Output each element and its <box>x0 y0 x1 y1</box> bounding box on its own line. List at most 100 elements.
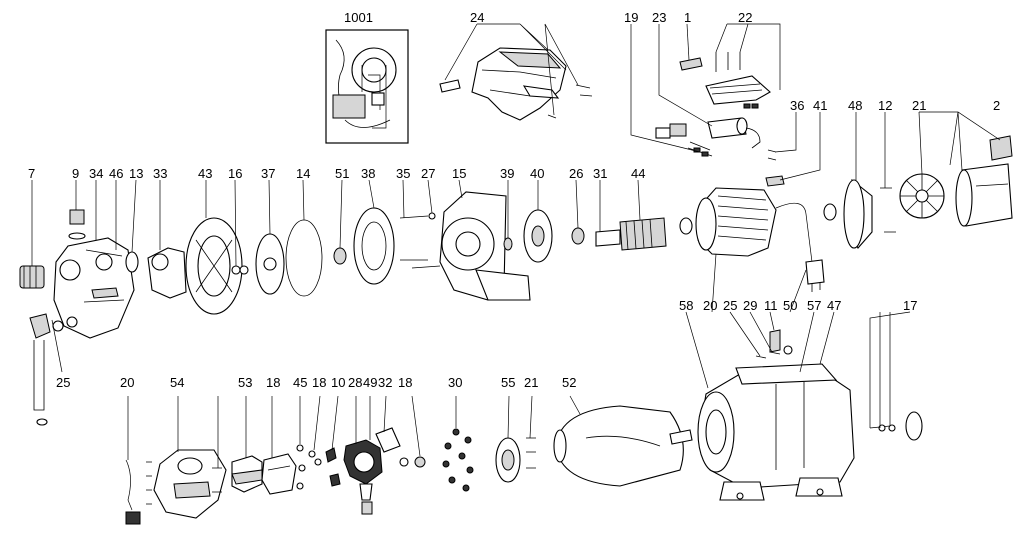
leader-lines <box>31 23 1001 468</box>
callout-18-mid: 18 <box>312 375 326 390</box>
part-23-capacitor <box>707 117 761 149</box>
callout-21-top: 21 <box>912 98 926 113</box>
callout-20-clips: 20 <box>120 375 134 390</box>
part-44-rotor <box>595 217 693 251</box>
callout-24: 24 <box>470 10 484 25</box>
part-45-screws <box>296 444 306 490</box>
part-20-hose-clips <box>125 459 152 525</box>
part-12-screws <box>880 187 896 233</box>
part-43-diffuser <box>185 217 243 315</box>
callout-25-hose: 25 <box>56 375 70 390</box>
part-21-bolts-lower <box>526 437 536 469</box>
callout-43: 43 <box>198 166 212 181</box>
callout-18-unit: 18 <box>266 375 280 390</box>
part-17-valve <box>869 411 923 441</box>
part-1001-wiring-detail <box>325 29 409 144</box>
part-51-seal <box>333 247 347 265</box>
callout-32: 32 <box>378 375 392 390</box>
part-10-28-pump-head <box>308 447 341 487</box>
callout-numbers: 1001 24 19 23 1 22 36 41 48 12 21 2 7 9 … <box>28 10 1000 390</box>
callout-14: 14 <box>296 166 310 181</box>
callout-10: 10 <box>331 375 345 390</box>
part-54-screws <box>212 467 222 493</box>
callout-40: 40 <box>530 166 544 181</box>
part-16-washers <box>231 265 249 275</box>
part-24-terminal-cover <box>439 47 593 121</box>
part-21-fan <box>899 173 945 219</box>
callout-38: 38 <box>361 166 375 181</box>
part-58-pressure-tank <box>697 363 855 501</box>
callout-1001: 1001 <box>344 10 373 25</box>
callout-39: 39 <box>500 166 514 181</box>
part-50-power-cable <box>775 202 825 292</box>
part-25-elbow-hose <box>29 313 78 426</box>
callout-16: 16 <box>228 166 242 181</box>
callout-7: 7 <box>28 166 35 181</box>
callout-35: 35 <box>396 166 410 181</box>
callout-23: 23 <box>652 10 666 25</box>
callout-34: 34 <box>89 166 103 181</box>
part-34-pump-housing <box>53 237 135 339</box>
part-13-o-ring <box>125 251 139 273</box>
part-48-rear-shield <box>823 178 873 249</box>
callout-53: 53 <box>238 375 252 390</box>
callout-54: 54 <box>170 375 184 390</box>
part-32-18-nuts <box>399 456 426 468</box>
callout-19: 19 <box>624 10 638 25</box>
callout-18-right: 18 <box>398 375 412 390</box>
callout-46: 46 <box>109 166 123 181</box>
part-36-screws <box>765 149 785 187</box>
part-20-motor-stator <box>695 187 777 257</box>
part-37-impeller <box>255 233 285 295</box>
callout-55: 55 <box>501 375 515 390</box>
part-9-plug <box>68 209 86 240</box>
callout-26: 26 <box>569 166 583 181</box>
callout-15: 15 <box>452 166 466 181</box>
callout-29: 29 <box>743 298 757 313</box>
callout-51: 51 <box>335 166 349 181</box>
callout-9: 9 <box>72 166 79 181</box>
part-14-o-ring <box>285 219 323 297</box>
part-22-fan-cover-top <box>705 52 771 109</box>
part-55-flange <box>495 437 521 483</box>
callout-58: 58 <box>679 298 693 313</box>
part-30-screw-set <box>442 428 474 492</box>
callout-52: 52 <box>562 375 576 390</box>
part-2-fan-cover <box>955 135 1013 227</box>
callout-28: 28 <box>348 375 362 390</box>
part-39-washer <box>503 237 513 251</box>
callout-41: 41 <box>813 98 827 113</box>
callout-48: 48 <box>848 98 862 113</box>
callout-17: 17 <box>903 298 917 313</box>
callout-20-motor: 20 <box>703 298 717 313</box>
callout-57: 57 <box>807 298 821 313</box>
part-38-seal-plate <box>353 207 395 285</box>
part-25-29-11-fittings <box>755 329 793 359</box>
part-33-ejector <box>147 247 187 299</box>
callout-33: 33 <box>153 166 167 181</box>
callout-31: 31 <box>593 166 607 181</box>
part-35-bolts <box>399 215 441 269</box>
callout-11: 11 <box>764 298 778 313</box>
callout-47: 47 <box>827 298 841 313</box>
part-49-pump-body <box>343 427 401 515</box>
callout-50: 50 <box>783 298 797 313</box>
callout-22: 22 <box>738 10 752 25</box>
callout-49: 49 <box>363 375 377 390</box>
callout-13: 13 <box>129 166 143 181</box>
part-52-membrane <box>553 405 693 487</box>
part-7-nipple <box>19 265 45 289</box>
callout-2: 2 <box>993 98 1000 113</box>
callout-45: 45 <box>293 375 307 390</box>
part-19-terminal-block <box>655 123 713 157</box>
part-1-label <box>679 57 703 71</box>
callout-36: 36 <box>790 98 804 113</box>
callout-37: 37 <box>261 166 275 181</box>
part-15-bracket <box>439 191 531 301</box>
callout-12: 12 <box>878 98 892 113</box>
callout-44: 44 <box>631 166 645 181</box>
part-26-bearing <box>571 227 585 245</box>
callout-25-tank: 25 <box>723 298 737 313</box>
part-53-pressure-switch <box>231 455 263 493</box>
